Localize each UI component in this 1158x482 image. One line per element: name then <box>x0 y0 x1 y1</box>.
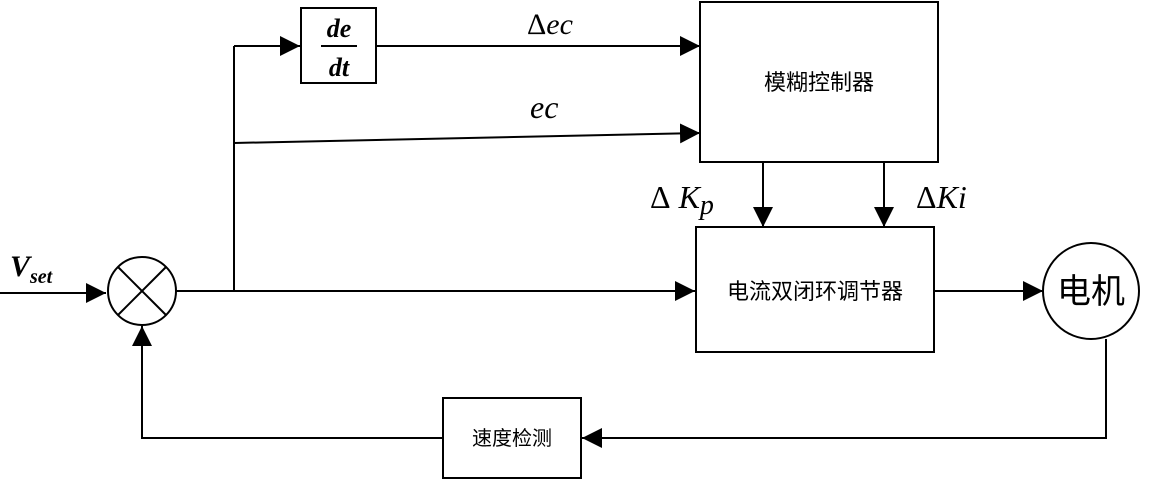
delta-ki-label: ΔKi <box>916 179 967 215</box>
vset-main: V <box>10 250 33 283</box>
delta-kp-var: K <box>678 179 702 215</box>
current-regulator-label: 电流双闭环调节器 <box>727 280 903 305</box>
ec-label: ec <box>530 89 558 125</box>
derivative-denominator: dt <box>329 53 350 82</box>
ec-line <box>233 123 701 144</box>
vset-sub: set <box>29 266 54 288</box>
derivative-numerator: de <box>327 14 352 43</box>
current-regulator-block <box>695 226 935 353</box>
delta-ec-delta: Δ <box>527 8 546 41</box>
fuzzy-controller-block <box>699 1 939 163</box>
delta-ec-label: Δec <box>527 8 573 41</box>
motor-circle <box>1042 242 1140 340</box>
feedback-path-right <box>582 339 1107 448</box>
delta-ki-var: Ki <box>936 179 967 215</box>
delta-ec-var: ec <box>546 8 573 41</box>
feedback-path-left <box>132 326 443 439</box>
delta-ki-delta: Δ <box>916 179 937 215</box>
fuzzy-controller-label: 模糊控制器 <box>764 71 874 96</box>
delta-kp-delta: Δ <box>650 179 671 215</box>
speed-detection-label: 速度检测 <box>472 426 552 450</box>
summing-junction <box>107 256 177 326</box>
vset-label: Vset <box>10 250 54 288</box>
motor-label: 电机 <box>1057 272 1125 312</box>
delta-kp-sub: p <box>698 190 714 221</box>
speed-detection-block <box>442 397 582 479</box>
